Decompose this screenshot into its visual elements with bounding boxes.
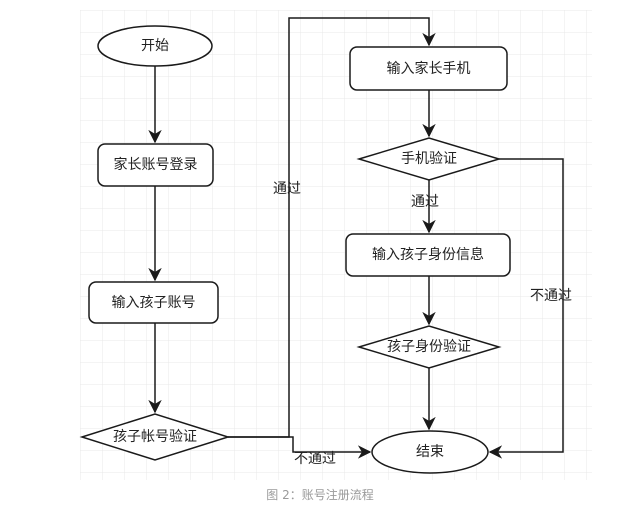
node-input-parent-phone-label: 输入家长手机 (387, 60, 471, 77)
node-verify-phone[interactable]: 手机验证 (356, 137, 502, 181)
node-end[interactable]: 结束 (371, 430, 489, 474)
edge-label-fail-right: 不通过 (530, 288, 572, 304)
edge-label-pass-phone: 通过 (411, 194, 439, 210)
node-verify-child-account-label: 孩子帐号验证 (113, 429, 197, 445)
edges (148, 17, 564, 459)
figure-caption: 图 2：账号注册流程 (266, 488, 374, 502)
node-start-label: 开始 (141, 38, 169, 54)
node-input-parent-phone[interactable]: 输入家长手机 (349, 46, 508, 91)
grid-background (80, 10, 592, 480)
edge-label-fail-bottom: 不通过 (294, 451, 336, 467)
edge-verify-phone-fail (488, 158, 564, 459)
node-input-child-identity[interactable]: 输入孩子身份信息 (345, 233, 511, 277)
node-verify-child-identity[interactable]: 孩子身份验证 (356, 325, 502, 369)
node-input-child-account[interactable]: 输入孩子账号 (88, 281, 219, 324)
edge-label-pass-left: 通过 (273, 181, 301, 197)
node-end-label: 结束 (416, 444, 444, 460)
edge-verify-child-account-fail (228, 436, 372, 459)
node-verify-phone-label: 手机验证 (401, 151, 457, 167)
node-parent-login-label: 家长账号登录 (114, 156, 198, 173)
node-verify-child-identity-label: 孩子身份验证 (387, 339, 471, 355)
node-input-child-identity-label: 输入孩子身份信息 (372, 246, 484, 263)
node-verify-child-account[interactable]: 孩子帐号验证 (79, 413, 231, 461)
node-input-child-account-label: 输入孩子账号 (112, 295, 196, 311)
node-parent-login[interactable]: 家长账号登录 (97, 143, 214, 187)
node-start[interactable]: 开始 (97, 25, 213, 67)
